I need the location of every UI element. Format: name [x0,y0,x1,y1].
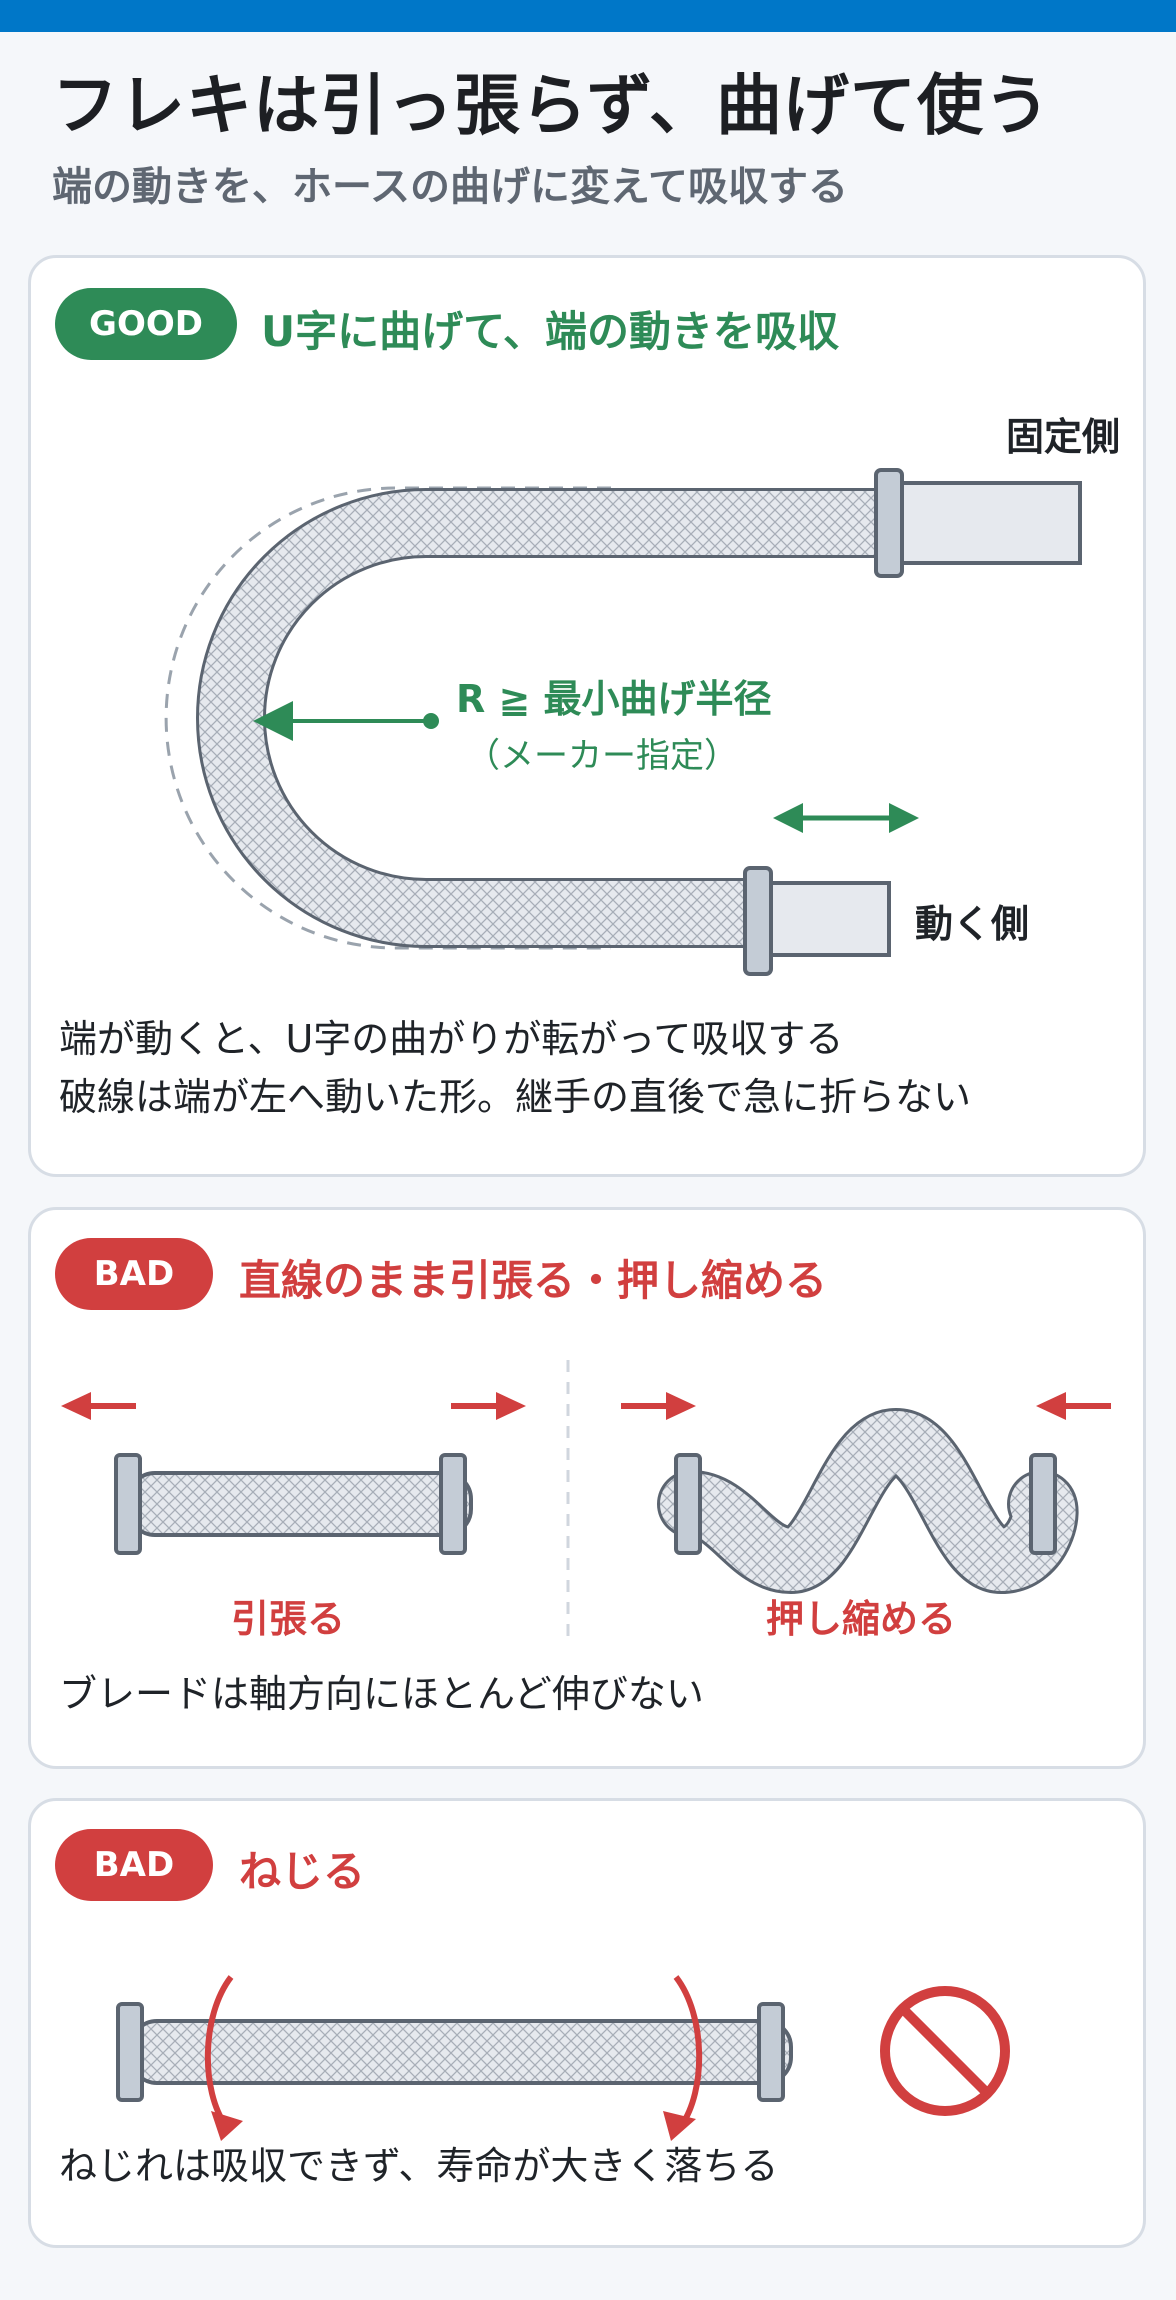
stretch-compress-diagram [61,1360,1111,1640]
straight-hose [127,1471,473,1537]
bad-heading-2: ねじる [239,1847,366,1896]
twist-right-flange [757,2002,785,2102]
fixed-pipe [898,481,1082,565]
twist-arrow-right [663,1975,703,2141]
pull-label: 引張る [231,1597,346,1641]
top-accent-bar [0,0,1176,32]
pull-right-arrow [451,1392,526,1420]
moving-side-label: 動く側 [915,902,1030,946]
good-badge: GOOD [55,288,237,360]
movement-arrow [773,803,919,833]
page-subtitle: 端の動きを、ホースの曲げに変えて吸収する [52,164,848,210]
bad-note-2: ねじれは吸収できず、寿命が大きく落ちる [59,2144,779,2188]
bad-card-stretch-compress: BAD 直線のまま引張る・押し縮める [28,1207,1146,1769]
good-note-2: 破線は端が左へ動いた形。継手の直後で急に折らない [59,1075,972,1119]
twist-left-flange [116,2002,144,2102]
twist-arrow-left [204,1975,243,2141]
moving-pipe [767,881,891,957]
twist-diagram [116,1975,1010,2141]
push-label: 押し縮める [766,1597,957,1641]
bad-badge-1: BAD [55,1238,213,1310]
fixed-flange [874,468,904,578]
radius-label: R ≧ 最小曲げ半径 [456,677,772,721]
radius-note: （メーカー指定） [466,736,738,776]
page-title: フレキは引っ張らず、曲げて使う [52,67,1052,144]
good-card: GOOD U字に曲げて、端の動きを吸収 [28,255,1146,1177]
good-heading: U字に曲げて、端の動きを吸収 [261,307,840,356]
bad-heading-1: 直線のまま引張る・押し縮める [239,1256,828,1305]
moving-flange [743,866,773,976]
buckled-hose [660,1410,1076,1592]
pull-left-arrow [61,1392,136,1420]
bad-note-1: ブレードは軸方向にほとんど伸びない [59,1672,704,1716]
fixed-side-label: 固定側 [1006,415,1121,459]
bad-card-twist: BAD ねじる ねじれは吸収できず、寿命が大きく落ちる [28,1798,1146,2248]
twisted-hose [129,2019,793,2085]
straight-right-flange [439,1453,467,1555]
good-note-1: 端が動くと、U字の曲がりが転がって吸収する [59,1017,844,1061]
push-left-arrow [621,1392,696,1420]
buckled-left-flange [674,1453,702,1555]
bad-badge-2: BAD [55,1829,213,1901]
no-entry-icon [880,1986,1010,2116]
u-bend-diagram [164,468,1082,976]
shifted-hose-outline [164,486,611,950]
buckled-right-flange [1029,1453,1057,1555]
straight-left-flange [114,1453,142,1555]
push-right-arrow [1036,1392,1111,1420]
u-bent-hose [199,491,893,945]
radius-center-dot [423,713,439,729]
